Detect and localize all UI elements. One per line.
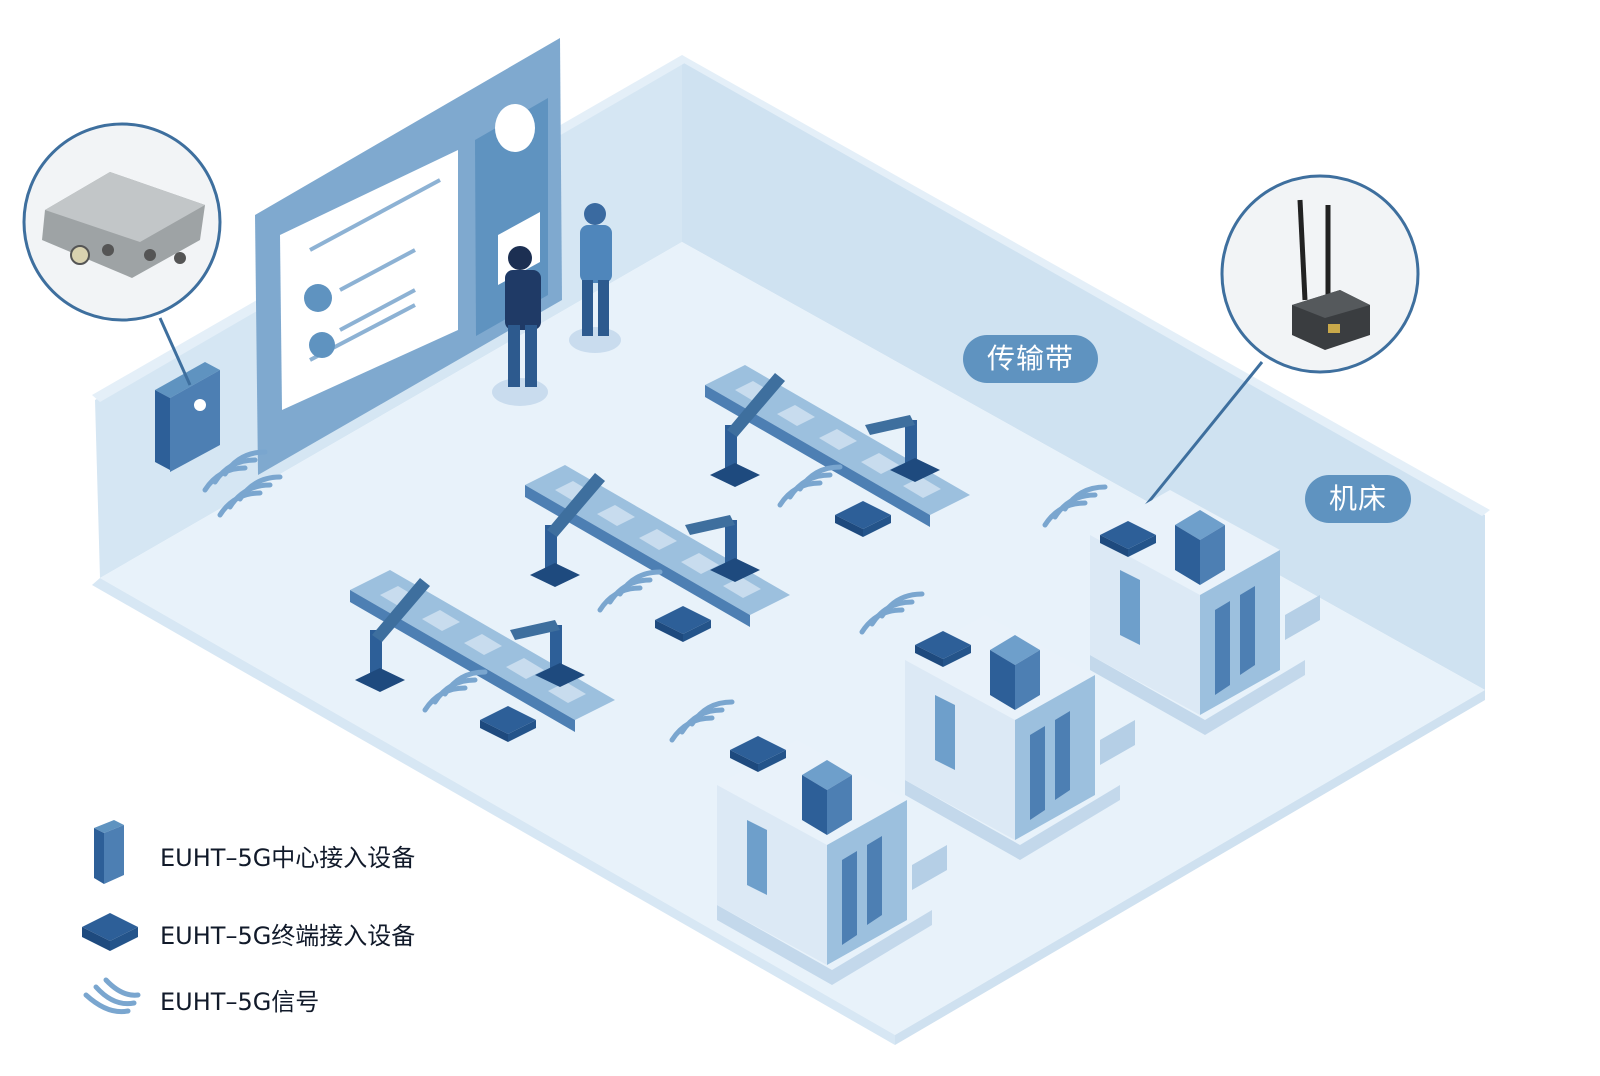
machine-tool-label: 机床: [1305, 475, 1412, 523]
worker-1: [492, 246, 548, 406]
terminal-access-device: [1100, 521, 1156, 557]
robot-arm: [710, 373, 785, 487]
robot-arm: [355, 578, 430, 692]
signal-waves: [422, 669, 488, 713]
central-access-device-icon: [94, 820, 124, 884]
floor-edge-right: [895, 690, 1485, 1045]
legend-item-signal: [80, 975, 142, 1017]
legend-item-terminal-device: [80, 905, 142, 955]
conveyor-belt: [350, 570, 615, 732]
conveyor-belt: [525, 465, 790, 627]
terminal-access-device: [655, 606, 711, 642]
robot-arm: [865, 415, 940, 482]
signal-waves: [597, 569, 663, 613]
signal-waves: [217, 474, 283, 518]
machine-tool: [1090, 490, 1320, 735]
worker-2: [569, 203, 621, 353]
conveyor-belt: [705, 365, 970, 527]
terminal-device-photo-callout: [1220, 174, 1420, 374]
legend-label-signal: EUHT–5G信号: [160, 988, 320, 1016]
signal-waves: [1042, 484, 1108, 528]
signal-waves: [202, 449, 268, 493]
terminal-access-device: [730, 736, 786, 772]
legend-label-central-device: EUHT–5G中心接入设备: [160, 844, 416, 872]
display-icon-1: [304, 284, 332, 312]
legend-label-terminal-device: EUHT–5G终端接入设备: [160, 922, 416, 950]
signal-waves: [859, 591, 925, 635]
terminal-access-device-icon: [82, 913, 138, 951]
floor: [100, 242, 1485, 1035]
legend-item-central-device: [80, 820, 140, 886]
signal-icon: [83, 977, 141, 1015]
signal-waves: [669, 699, 735, 743]
terminal-access-device: [915, 631, 971, 667]
robot-arm: [510, 620, 585, 687]
terminal-access-device: [480, 706, 536, 742]
callout-line-left: [158, 317, 192, 386]
terminal-access-device: [835, 501, 891, 537]
conveyor-label: 传输带: [963, 335, 1099, 383]
robot-arm: [530, 473, 605, 587]
callout-line-right: [1128, 361, 1264, 526]
central-device-photo-callout: [22, 122, 222, 322]
signal-waves: [777, 464, 843, 508]
robot-arm: [685, 515, 760, 582]
display-circle-icon: [495, 104, 535, 152]
display-icon-2: [309, 332, 335, 358]
right-wall-top: [682, 55, 1490, 516]
floor-edge: [92, 578, 895, 1045]
